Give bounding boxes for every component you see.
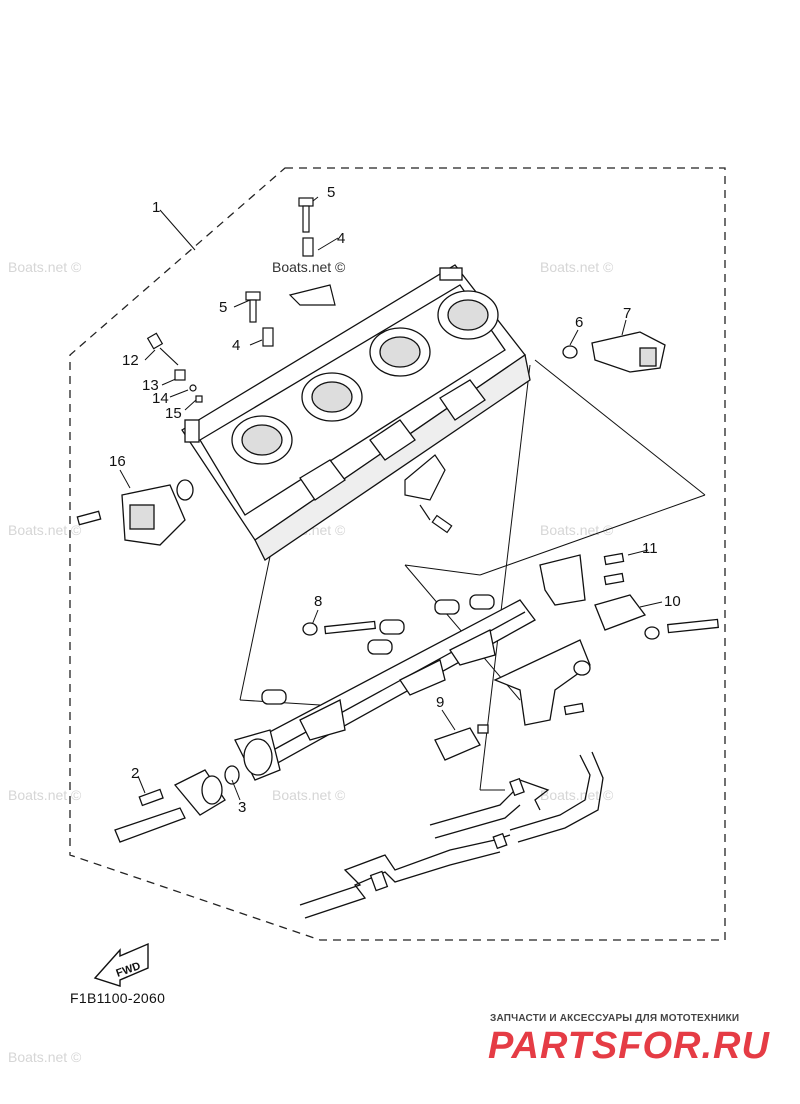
rail-bracket-right bbox=[493, 552, 719, 726]
bolt-2 bbox=[138, 788, 164, 807]
callout-16: 16 bbox=[109, 453, 126, 470]
callout-6: 6 bbox=[575, 314, 583, 331]
injector bbox=[367, 639, 393, 655]
watermark: Boats.net © bbox=[272, 787, 346, 803]
watermark: Boats.net © bbox=[8, 787, 82, 803]
screw-11 bbox=[603, 552, 625, 566]
injector bbox=[261, 689, 287, 705]
callout-13: 13 bbox=[142, 377, 159, 394]
callout-8: 8 bbox=[314, 593, 322, 610]
assembly-boundary bbox=[69, 167, 726, 941]
washer-8 bbox=[302, 622, 318, 636]
callout-10: 10 bbox=[664, 593, 681, 610]
leader-lines bbox=[119, 196, 706, 801]
bolt-8 bbox=[324, 620, 376, 635]
callout-7: 7 bbox=[623, 305, 631, 322]
watermark: Boats.net © bbox=[8, 522, 82, 538]
sensor-assembly-top bbox=[562, 331, 666, 373]
forward-direction-arrow: FWD bbox=[93, 942, 149, 987]
spring-4 bbox=[302, 237, 314, 257]
washer-15 bbox=[195, 395, 203, 403]
watermark: Boats.net © bbox=[540, 787, 614, 803]
callout-4: 4 bbox=[232, 337, 240, 354]
watermark: Boats.net © bbox=[272, 259, 346, 275]
fuel-rail-assembly bbox=[234, 594, 536, 781]
o-ring-3 bbox=[224, 765, 240, 785]
watermark: Boats.net © bbox=[8, 1049, 82, 1065]
top-fasteners bbox=[146, 197, 336, 403]
spring-4 bbox=[262, 327, 274, 347]
callout-5: 5 bbox=[327, 184, 335, 201]
callout-1: 1 bbox=[152, 199, 160, 216]
callout-labels: 1 2 3 4 4 5 5 6 7 8 9 10 11 12 13 14 15 … bbox=[109, 184, 681, 816]
footer-tagline: ЗАПЧАСТИ И АКСЕССУАРЫ ДЛЯ МОТОТЕХНИКИ bbox=[490, 1013, 740, 1024]
callout-14: 14 bbox=[152, 390, 169, 407]
watermark: Boats.net © bbox=[540, 522, 614, 538]
callout-4: 4 bbox=[337, 230, 345, 247]
sensor-10 bbox=[594, 594, 647, 631]
o-ring-14 bbox=[189, 384, 197, 392]
throttle-bracket bbox=[404, 454, 453, 534]
injector bbox=[434, 599, 460, 615]
fuel-inlet-fitting bbox=[114, 765, 240, 843]
spring-13 bbox=[174, 369, 186, 381]
diagram-code: F1B1100-2060 bbox=[70, 990, 166, 1006]
throttle-body-assembly bbox=[181, 264, 531, 561]
callout-11: 11 bbox=[642, 540, 658, 557]
washer-6 bbox=[562, 345, 578, 359]
injector bbox=[469, 594, 495, 610]
screw-5 bbox=[249, 299, 257, 323]
fuel-hoses bbox=[299, 751, 604, 919]
callout-12: 12 bbox=[122, 352, 139, 369]
throttle-position-sensor bbox=[76, 479, 194, 546]
callout-5: 5 bbox=[219, 299, 227, 316]
screw-5 bbox=[302, 205, 310, 233]
temperature-sensor bbox=[434, 724, 489, 761]
callout-2: 2 bbox=[131, 765, 139, 782]
callout-9: 9 bbox=[436, 694, 444, 711]
watermark: Boats.net © bbox=[8, 259, 82, 275]
footer-brand-logo[interactable]: PARTSFOR.RU bbox=[488, 1025, 770, 1067]
callout-3: 3 bbox=[238, 799, 246, 816]
watermark: Boats.net © bbox=[540, 259, 614, 275]
callout-15: 15 bbox=[165, 405, 182, 422]
injector bbox=[379, 619, 405, 635]
